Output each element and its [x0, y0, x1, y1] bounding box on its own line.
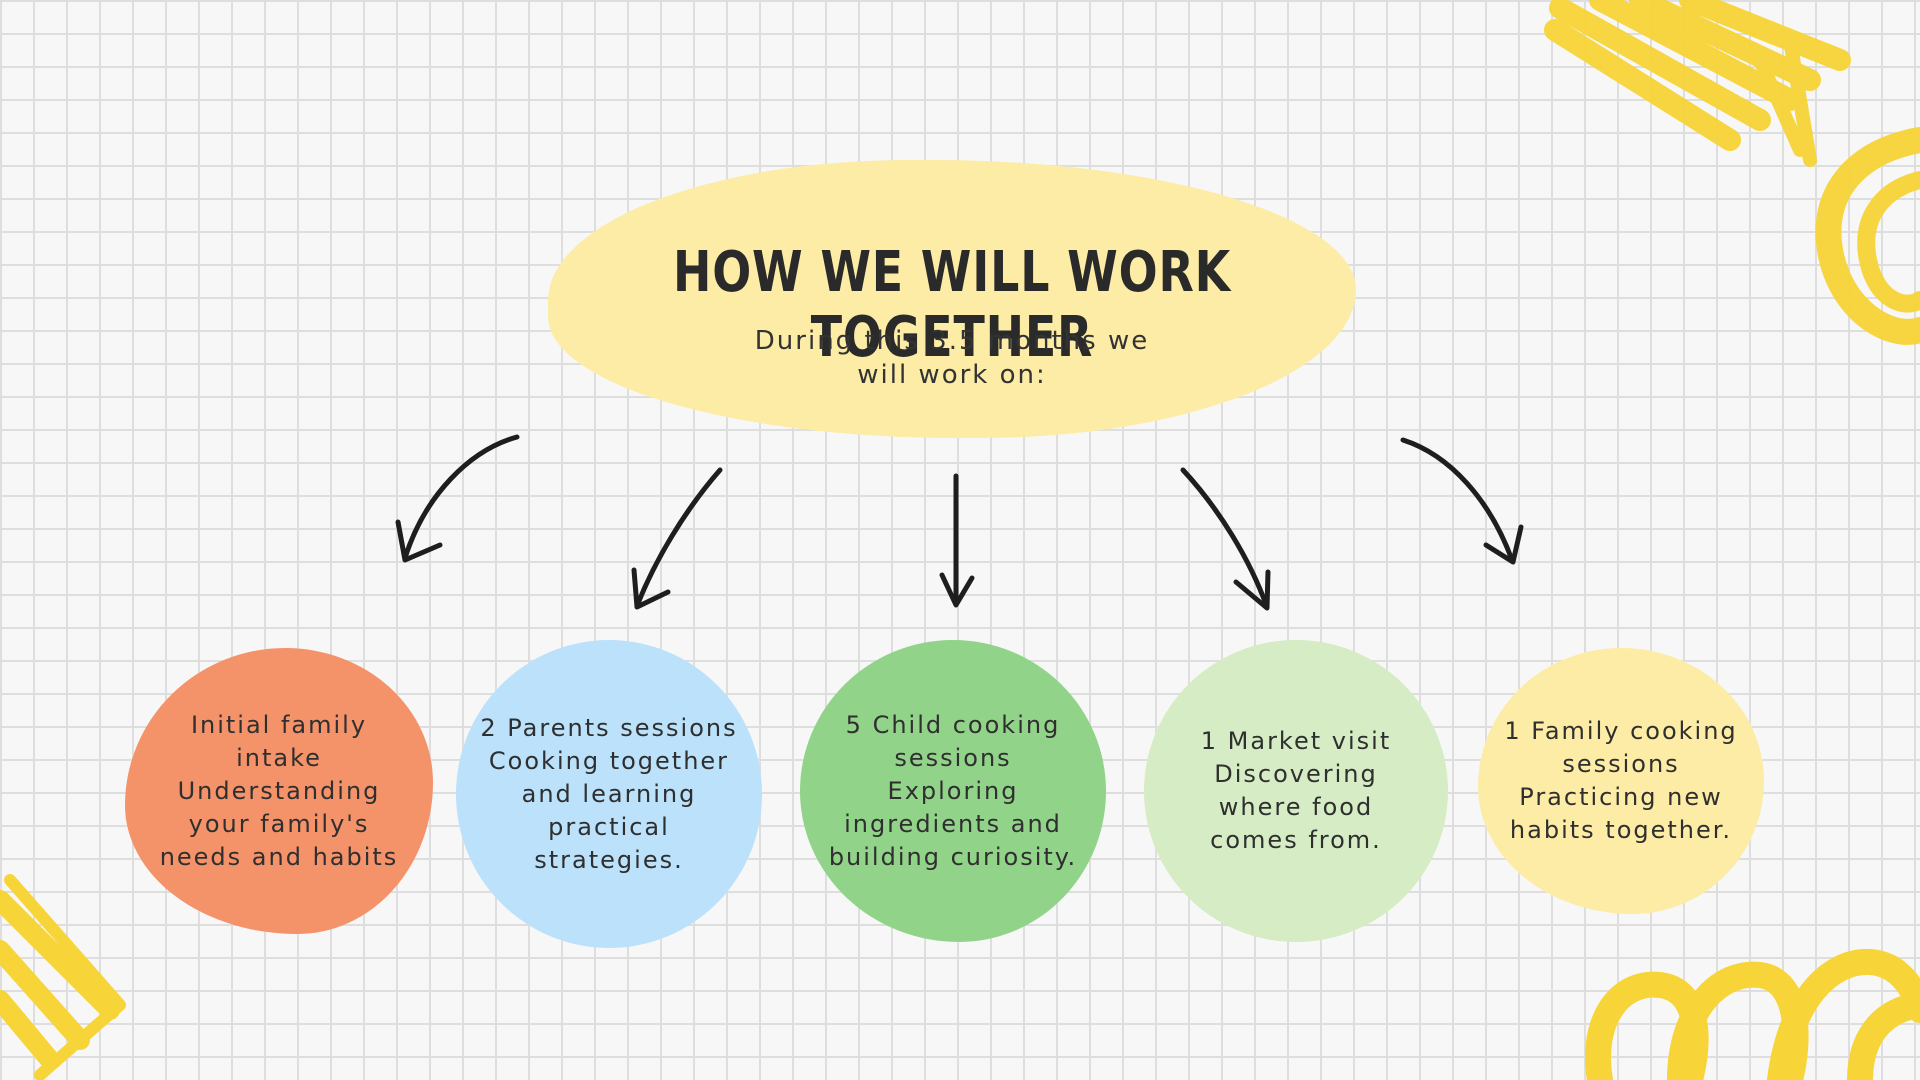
page-title: HOW WE WILL WORK TOGETHER: [672, 240, 1232, 370]
step-text: Initial family intake Understanding your…: [160, 709, 399, 874]
step-line: habits together.: [1509, 816, 1733, 844]
subtitle-line-2: will work on:: [857, 360, 1047, 390]
subtitle: During this 3.5 months we will work on:: [548, 324, 1356, 392]
step-line: Cooking together: [488, 746, 730, 775]
step-line: sessions: [1562, 750, 1680, 778]
step-line: strategies.: [534, 845, 684, 874]
step-market-visit: 1 Market visit Discovering where food co…: [1144, 640, 1448, 942]
step-line: Initial family: [190, 710, 368, 739]
step-line: needs and habits: [159, 842, 399, 871]
step-child-cooking: 5 Child cooking sessions Exploring ingre…: [800, 640, 1106, 942]
step-line: 1 Family cooking: [1504, 717, 1738, 745]
step-line: 5 Child cooking: [845, 710, 1061, 739]
step-line: building curiosity.: [828, 842, 1078, 871]
step-line: Exploring: [887, 776, 1019, 805]
step-line: your family's: [188, 809, 370, 838]
title-blob: [548, 160, 1356, 438]
arrow-down-left-icon: [631, 467, 723, 610]
step-text: 5 Child cooking sessions Exploring ingre…: [829, 709, 1077, 874]
step-parents-sessions: 2 Parents sessions Cooking together and …: [456, 640, 762, 948]
step-text: 1 Market visit Discovering where food co…: [1201, 725, 1391, 857]
step-initial-intake: Initial family intake Understanding your…: [125, 648, 433, 934]
step-line: intake: [236, 743, 322, 772]
step-line: sessions: [894, 743, 1012, 772]
arrow-down-icon: [939, 473, 975, 608]
arrow-down-left-icon: [395, 434, 520, 563]
step-line: practical: [548, 812, 670, 841]
step-line: Understanding: [177, 776, 381, 805]
step-line: ingredients and: [844, 809, 1062, 838]
step-family-cooking: 1 Family cooking sessions Practicing new…: [1478, 648, 1764, 914]
step-line: 2 Parents sessions: [480, 713, 738, 742]
arrow-down-right-icon: [1400, 437, 1524, 565]
step-line: comes from.: [1210, 826, 1382, 854]
step-text: 1 Family cooking sessions Practicing new…: [1504, 715, 1737, 847]
subtitle-line-1: During this 3.5 months we: [754, 326, 1150, 356]
step-line: and learning: [521, 779, 697, 808]
step-text: 2 Parents sessions Cooking together and …: [480, 712, 737, 877]
step-line: 1 Market visit: [1200, 727, 1392, 755]
step-line: where food: [1218, 793, 1374, 821]
step-line: Practicing new: [1519, 783, 1723, 811]
step-line: Discovering: [1214, 760, 1378, 788]
arrow-down-right-icon: [1180, 467, 1271, 611]
